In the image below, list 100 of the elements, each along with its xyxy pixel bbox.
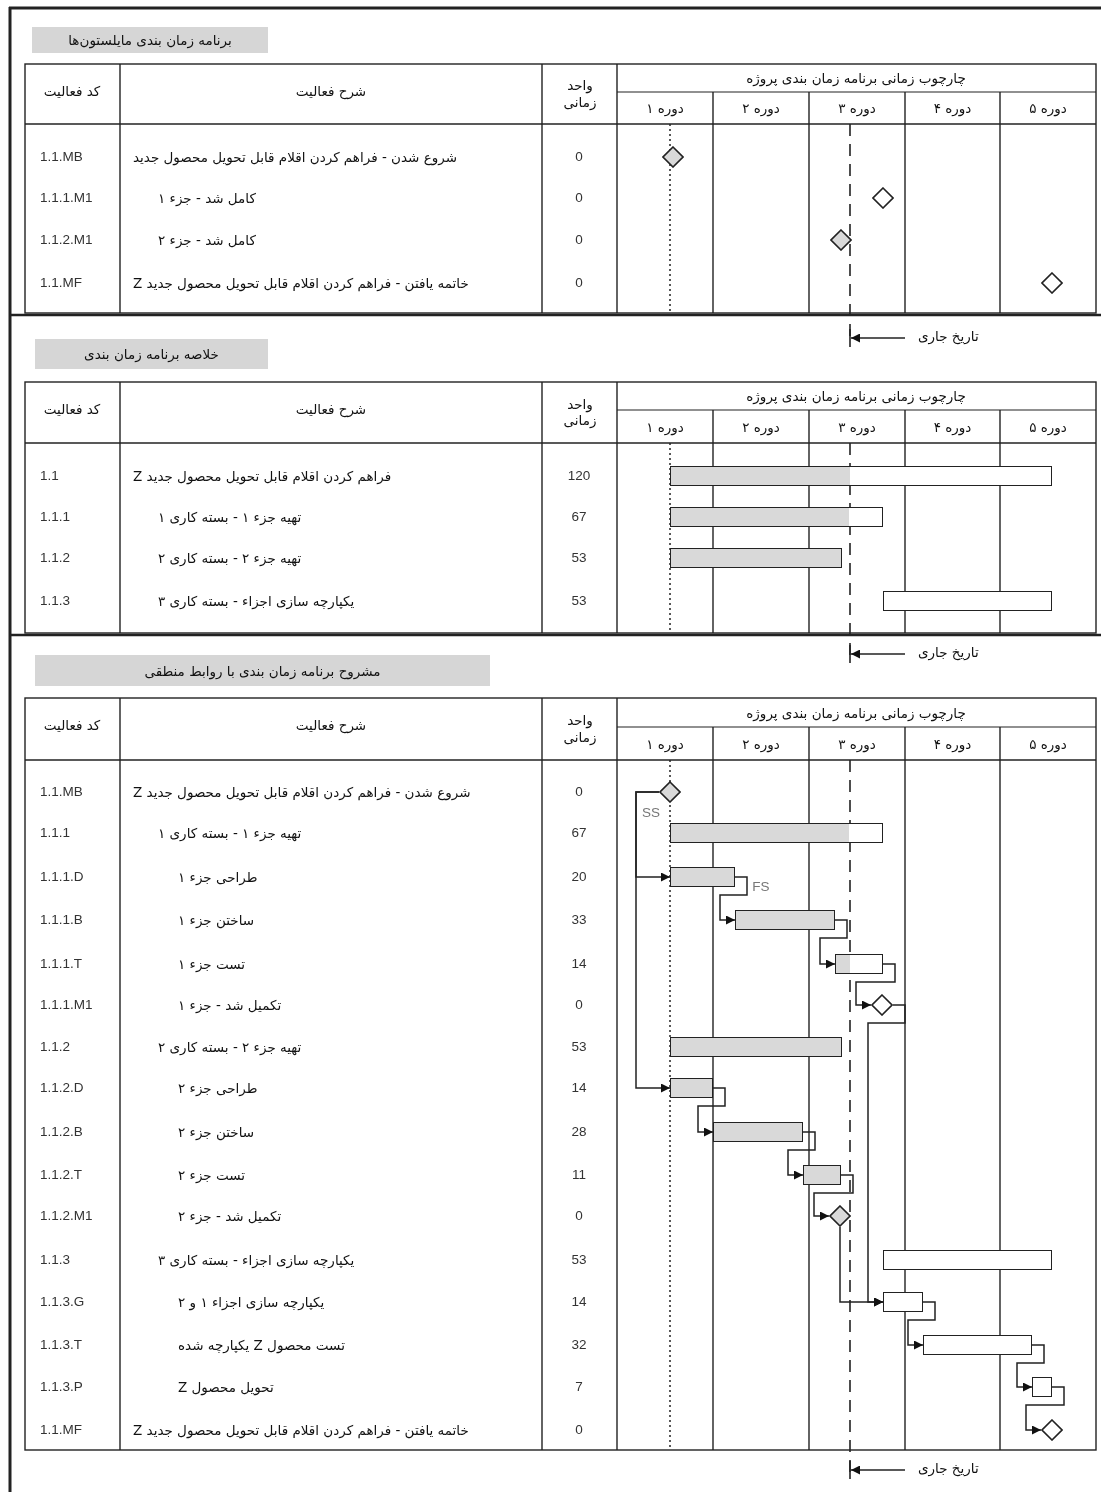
duration-value: 53 [571,592,587,610]
activity-description: تهیه جزء ۱ - بسته کاری ۱ [158,508,302,526]
activity-description: فراهم کردن اقلام قابل تحویل محصول جدید Z [133,467,392,485]
period-header: دوره ۲ [742,735,780,752]
gantt-bar [883,1292,923,1312]
activity-description: تحویل محصول Z [178,1378,274,1396]
duration-value: 32 [571,1336,587,1354]
activity-description: شروع شدن - فراهم کردن اقلام قابل تحویل محصول جدید [133,148,457,166]
activity-code: 1.1.MB [40,783,83,801]
period-header: دوره ۱ [646,99,684,117]
dependency-arrow [1025,1386,1065,1435]
duration-value: 11 [572,1166,586,1184]
duration-value: 53 [571,549,587,567]
gantt-bar [835,954,883,974]
activity-code: 1.1.1 [40,508,71,526]
activity-description: طراحی جزء ۱ [178,868,258,886]
gantt-bar [1032,1377,1052,1397]
activity-description: شروع شدن - فراهم کردن اقلام قابل تحویل محصول جدید Z [133,783,471,801]
activity-description: تهیه جزء ۲ - بسته کاری ۲ [158,549,302,567]
duration-value: 7 [575,1378,583,1396]
gantt-bar [670,867,735,887]
activity-code: 1.1.2.T [40,1166,83,1184]
column-header: واحد زمانی [562,77,598,111]
duration-value: 0 [575,783,583,801]
milestone-diamond [662,146,684,168]
dependency-arrow [855,963,896,1010]
gantt-bar [713,1122,803,1142]
section-title-band: خلاصه برنامه زمان بندی [35,339,268,369]
duration-value: 67 [571,824,587,842]
duration-value: 0 [575,1207,583,1225]
activity-description: یکپارچه سازی اجزاء ۱ و ۲ [178,1293,325,1311]
activity-description: ساختن جزء ۲ [178,1123,255,1141]
duration-value: 0 [575,274,583,292]
activity-code: 1.1.MB [40,148,83,166]
column-header: کد فعالیت [43,400,101,418]
duration-value: 53 [571,1038,587,1056]
duration-value: 28 [571,1123,587,1141]
activity-code: 1.1.3.T [40,1336,83,1354]
activity-code: 1.1.3.G [40,1293,85,1311]
milestone-diamond [659,781,681,803]
column-header: شرح فعالیت [295,400,367,418]
dependency-arrow [1016,1344,1045,1392]
column-header: واحد زمانی [562,712,598,746]
gantt-bar [883,591,1052,611]
period-header: دوره ۳ [838,735,876,752]
activity-description: کامل شد - جزء ۲ [158,231,256,249]
duration-value: 0 [575,148,583,166]
period-header: دوره ۴ [933,735,972,752]
activity-description: یکپارچه سازی اجزاء - بسته کاری ۳ [158,592,355,610]
milestone-diamond [872,187,894,209]
activity-code: 1.1.3.P [40,1378,83,1396]
activity-description: تهیه جزء ۱ - بسته کاری ۱ [158,824,302,842]
dependency-arrow [635,791,671,1093]
column-header: چارچوب زمانی برنامه زمان بندی پروژه [746,387,966,405]
gantt-bar [735,910,835,930]
duration-value: 14 [571,1079,587,1097]
activity-code: 1.1.1.M1 [40,996,93,1014]
column-header: شرح فعالیت [295,82,367,100]
activity-code: 1.1.1.D [40,868,84,886]
dependency-arrow [813,1174,854,1221]
activity-code: 1.1 [40,467,59,485]
dependency-arrow [907,1301,936,1350]
period-header: دوره ۵ [1029,735,1067,752]
activity-description: تست جزء ۱ [178,955,246,973]
activity-code: 1.1.1.T [40,955,83,973]
section-title-band: مشروح برنامه زمان بندی با روابط منطقی [35,655,490,686]
dependency-arrow [719,876,748,925]
gantt-bar [670,466,1052,486]
duration-value: 20 [571,868,587,886]
period-header: دوره ۲ [742,418,780,435]
activity-code: 1.1.2 [40,1038,71,1056]
period-header: دوره ۲ [742,99,780,117]
activity-description: تست محصول Z یکپارچه شده [178,1336,345,1354]
activity-code: 1.1.1.M1 [40,189,93,207]
duration-value: 120 [567,467,591,485]
period-header: دوره ۳ [838,99,876,117]
milestone-diamond [1041,1419,1063,1441]
gantt-bar [923,1335,1032,1355]
duration-value: 53 [571,1251,587,1269]
activity-description: کامل شد - جزء ۱ [158,189,256,207]
dependency-arrow [839,1226,884,1307]
period-header: دوره ۵ [1029,99,1067,117]
activity-code: 1.1.2 [40,549,71,567]
activity-code: 1.1.2.M1 [40,1207,93,1225]
activity-code: 1.1.MF [40,274,82,292]
duration-value: 0 [575,1421,583,1439]
activity-description: تکمیل شد - جزء ۱ [178,996,282,1014]
activity-description: خاتمه یافتن - فراهم کردن اقلام قابل تحویل محصول جدید Z [133,274,469,292]
milestone-diamond [871,994,893,1016]
activity-code: 1.1.2.D [40,1079,84,1097]
date-label: تاریخ جاری [918,643,979,661]
duration-value: 14 [571,955,587,973]
milestone-diamond [830,229,852,251]
column-header: چارچوب زمانی برنامه زمان بندی پروژه [746,69,966,87]
dependency-arrow [697,1087,726,1137]
activity-description: ساختن جزء ۱ [178,911,255,929]
duration-value: 67 [571,508,587,526]
gantt-bar [883,1250,1052,1270]
period-header: دوره ۵ [1029,418,1067,435]
duration-value: 0 [575,231,583,249]
